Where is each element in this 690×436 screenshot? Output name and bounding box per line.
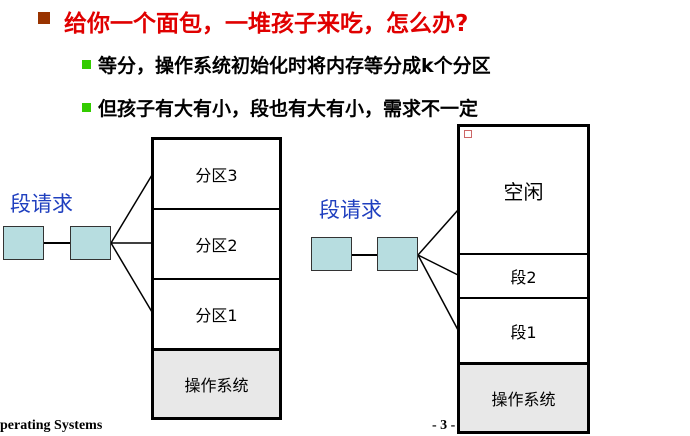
footer-course: perating Systems — [0, 418, 103, 433]
bullet-2: 但孩子有大有小，段也有大有小，需求不一定 — [98, 98, 479, 120]
os-region: 操作系统 — [460, 364, 587, 431]
left-memory-column: 分区3 分区2 分区1 操作系统 — [151, 137, 282, 420]
left-request-label: 段请求 — [10, 192, 73, 216]
bullet-marker — [82, 103, 91, 112]
bullet-1: 等分，操作系统初始化时将内存等分成k个分区 — [98, 55, 491, 77]
partition-2: 分区2 — [154, 210, 279, 280]
page-number: - 3 - — [432, 418, 456, 433]
right-memory-column: 空闲 段2 段1 操作系统 — [457, 124, 590, 434]
free-region: 空闲 — [460, 127, 587, 255]
segment-1: 段1 — [460, 299, 587, 364]
bullet-marker — [82, 60, 91, 69]
title-bullet — [38, 12, 50, 24]
segment-block — [311, 237, 352, 271]
os-region: 操作系统 — [154, 350, 279, 417]
partition-1: 分区1 — [154, 280, 279, 350]
segment-block — [3, 226, 44, 260]
right-request-label: 段请求 — [319, 198, 382, 222]
segment-2: 段2 — [460, 255, 587, 299]
slide-title: 给你一个面包，一堆孩子来吃，怎么办? — [64, 11, 469, 37]
segment-block — [377, 237, 418, 271]
broken-image-icon — [464, 130, 472, 138]
partition-3: 分区3 — [154, 140, 279, 210]
segment-block — [70, 226, 111, 260]
